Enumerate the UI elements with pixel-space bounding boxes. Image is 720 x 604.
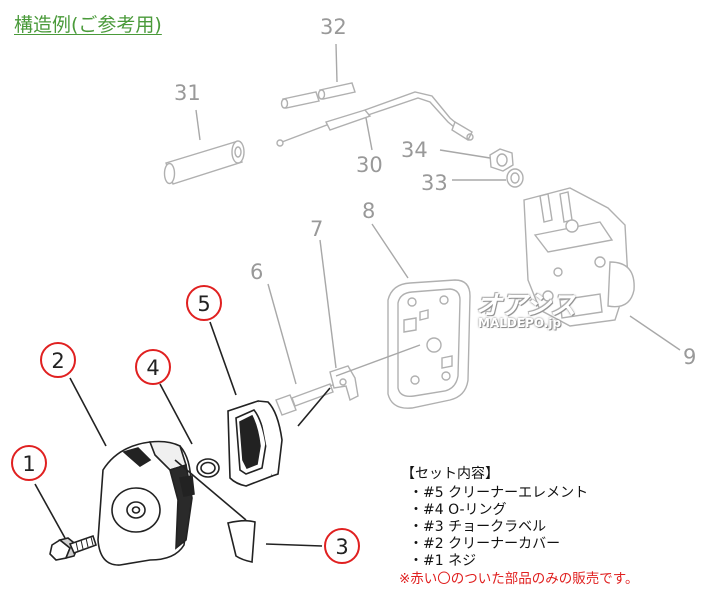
callout-4: 4: [135, 349, 171, 385]
label-9: 9: [683, 345, 696, 369]
part-30-cable: [276, 91, 474, 147]
part-33-washer: [506, 168, 524, 188]
grey-callouts: 32 31 30 34 33 8 7 6 9: [174, 15, 696, 369]
part-9-carburetor: [523, 187, 635, 327]
diagram-title: 構造例(ご参考用): [14, 14, 162, 36]
part-4-o-ring: [196, 458, 220, 478]
legend-note: ※赤い〇のついた部品のみの販売です。: [399, 571, 639, 587]
part-3-choke-label: [227, 519, 256, 563]
label-32: 32: [320, 15, 347, 39]
callout-3: 3: [324, 528, 360, 564]
label-7: 7: [310, 217, 323, 241]
set-contents-legend: 【セット内容】 ・#5 クリーナーエレメント ・#4 O-リング ・#3 チョー…: [399, 466, 639, 588]
part-34-nut: [489, 148, 514, 172]
part-5-element: [227, 400, 283, 487]
grey-parts: [163, 82, 635, 416]
part-8-base: [387, 279, 471, 409]
legend-item-4: ・#4 O-リング: [409, 502, 507, 518]
callout-3-number: 3: [335, 535, 348, 559]
callout-5: 5: [186, 285, 222, 321]
callout-2: 2: [40, 342, 76, 378]
part-31-tube: [163, 140, 245, 185]
callout-1-number: 1: [22, 452, 35, 476]
legend-item-2: ・#2 クリーナーカバー: [409, 536, 561, 552]
watermark-logo: オアシス: [476, 291, 576, 321]
part-2-cleaner-cover: [97, 440, 247, 566]
watermark-site: MALDEPO.jp: [478, 316, 562, 330]
red-callouts: 1 2 3 4 5: [11, 285, 360, 564]
callout-5-number: 5: [197, 292, 210, 316]
label-33: 33: [421, 171, 448, 195]
label-31: 31: [174, 81, 201, 105]
callout-4-number: 4: [146, 356, 159, 380]
label-8: 8: [362, 199, 375, 223]
callout-2-number: 2: [51, 349, 64, 373]
label-30: 30: [356, 153, 383, 177]
callout-1: 1: [11, 445, 47, 481]
legend-header: 【セット内容】: [401, 466, 499, 482]
part-7-bracket: [329, 365, 359, 402]
label-6: 6: [250, 260, 263, 284]
label-34: 34: [401, 138, 428, 162]
legend-item-3: ・#3 チョークラベル: [409, 519, 547, 535]
leader-lines: [34, 321, 331, 547]
grey-leader-lines: [195, 43, 681, 385]
part-1-screw: [49, 534, 98, 561]
sale-parts: [49, 400, 283, 566]
legend-item-5: ・#5 クリーナーエレメント: [409, 485, 589, 501]
part-32-rods: [280, 82, 356, 109]
legend-item-1: ・#1 ネジ: [409, 553, 477, 569]
